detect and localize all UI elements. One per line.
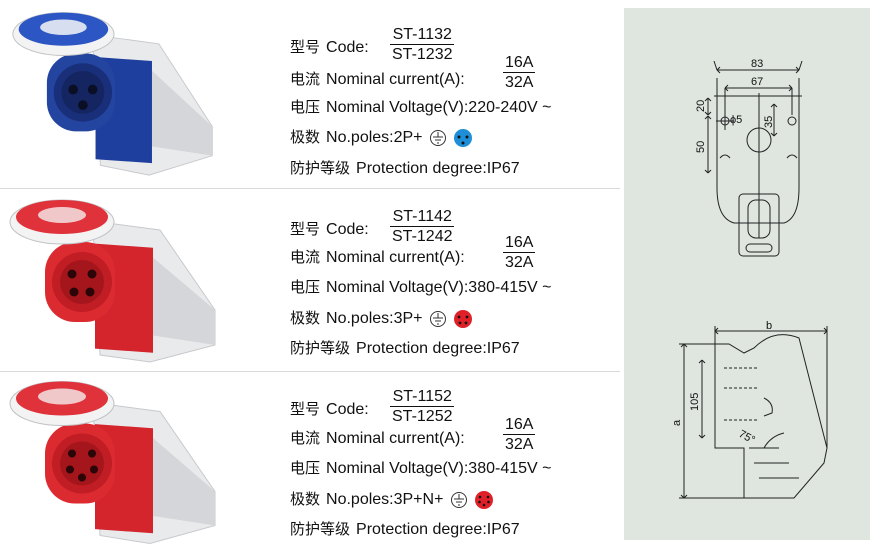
code-bottom: ST-1252 — [392, 408, 453, 425]
poles-text: No.poles:3P+N+ — [326, 491, 444, 508]
voltage-label-zh: 电压 — [290, 278, 321, 296]
dim-hole-spacing: 35 — [763, 116, 775, 128]
protection-label-zh: 防护等级 — [290, 339, 351, 357]
current-label: Nominal current(A): — [326, 249, 465, 266]
dim-b: b — [766, 320, 772, 332]
code-label: Code: — [326, 221, 369, 238]
current-top: 16A — [503, 234, 536, 253]
socket-photo-blue — [12, 12, 213, 176]
current-label-zh: 电流 — [290, 70, 321, 88]
dim-top-offset: 20 — [695, 100, 707, 112]
side-view-drawing — [679, 326, 828, 499]
dim-a: a — [671, 419, 683, 426]
ground-icon — [429, 310, 446, 327]
product-row-2: 型号 Code: ST-1142 ST-1242 电流 Nominal curren… — [0, 190, 620, 370]
poles-text: No.poles:3P+ — [326, 310, 423, 327]
voltage-text: Nominal Voltage(V):380-415V ~ — [326, 460, 552, 477]
poles-label-zh: 极数 — [290, 309, 321, 327]
socket-pinout-3pn-icon — [475, 490, 494, 509]
current-label-zh: 电流 — [290, 429, 321, 447]
front-view-drawing — [704, 60, 803, 257]
socket-pinout-3p-icon — [454, 309, 473, 328]
socket-pinout-2p-icon — [454, 128, 473, 147]
code-label-zh: 型号 — [290, 38, 321, 56]
voltage-label-zh: 电压 — [290, 98, 321, 116]
dim-vertical: 50 — [695, 141, 707, 153]
current-bottom: 32A — [505, 74, 534, 91]
code-label-zh: 型号 — [290, 400, 321, 418]
poles-label-zh: 极数 — [290, 128, 321, 146]
current-label-zh: 电流 — [290, 248, 321, 266]
product-row-3: 型号 Code: ST-1152 ST-1252 电流 Nominal curren… — [0, 372, 620, 549]
code-bottom: ST-1232 — [392, 46, 453, 63]
poles-label-zh: 极数 — [290, 490, 321, 508]
socket-photo-red-3p — [9, 199, 216, 363]
code-label: Code: — [326, 39, 369, 56]
current-bottom: 32A — [505, 436, 534, 453]
protection-text: Protection degree:IP67 — [356, 340, 520, 357]
current-top: 16A — [503, 54, 536, 73]
row-divider — [0, 188, 620, 189]
socket-photo-red-3pn — [9, 381, 216, 545]
ground-icon — [450, 491, 467, 508]
dim-hole: ϕ5 — [730, 114, 742, 126]
technical-drawings: 83 67 20 ϕ5 35 50 b a 105 75° — [671, 58, 828, 499]
current-top: 16A — [503, 416, 536, 435]
current-label: Nominal current(A): — [326, 430, 465, 447]
technical-drawing-panel: 83 67 20 ϕ5 35 50 b a 105 75° — [624, 8, 870, 540]
voltage-text: Nominal Voltage(V):220-240V ~ — [326, 99, 552, 116]
dim-height: 105 — [689, 393, 701, 411]
protection-label-zh: 防护等级 — [290, 520, 351, 538]
dim-width-inner: 67 — [751, 76, 763, 88]
current-bottom: 32A — [505, 254, 534, 271]
dim-angle: 75° — [737, 428, 757, 446]
code-label-zh: 型号 — [290, 220, 321, 238]
code-top: ST-1132 — [390, 25, 455, 45]
code-label: Code: — [326, 401, 369, 418]
code-top: ST-1142 — [390, 207, 455, 227]
protection-text: Protection degree:IP67 — [356, 160, 520, 177]
dim-width-outer: 83 — [751, 58, 763, 70]
current-label: Nominal current(A): — [326, 71, 465, 88]
voltage-label-zh: 电压 — [290, 459, 321, 477]
poles-text: No.poles:2P+ — [326, 129, 423, 146]
voltage-text: Nominal Voltage(V):380-415V ~ — [326, 279, 552, 296]
row-divider — [0, 371, 620, 372]
code-top: ST-1152 — [390, 387, 455, 407]
ground-icon — [429, 129, 446, 146]
protection-label-zh: 防护等级 — [290, 159, 351, 177]
protection-text: Protection degree:IP67 — [356, 521, 520, 538]
product-row-1: 型号 Code: ST-1132 ST-1232 电流 Nominal curren… — [0, 0, 620, 185]
code-bottom: ST-1242 — [392, 228, 453, 245]
